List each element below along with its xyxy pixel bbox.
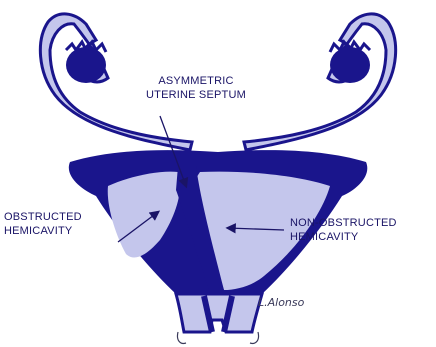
nonobstructed-label: NON-OBSTRUCTED HEMICAVITY <box>290 216 397 244</box>
obstructed-label: OBSTRUCTED HEMICAVITY <box>4 210 82 238</box>
septum-label-line1: ASYMMETRIC <box>146 74 246 88</box>
right-fallopian-tube <box>244 14 396 150</box>
cervix <box>176 294 262 332</box>
septum-label-line2: UTERINE SEPTUM <box>146 88 246 102</box>
left-fimbriae <box>66 42 106 52</box>
author-signature: L.Alonso <box>258 296 304 309</box>
nonobstructed-label-line1: NON-OBSTRUCTED <box>290 216 397 230</box>
right-fimbriae <box>330 42 370 52</box>
cervix-tip <box>177 332 258 343</box>
obstructed-label-line1: OBSTRUCTED <box>4 210 82 224</box>
obstructed-label-line2: HEMICAVITY <box>4 224 82 238</box>
septum-label: ASYMMETRIC UTERINE SEPTUM <box>146 74 246 102</box>
nonobstructed-label-line2: HEMICAVITY <box>290 230 397 244</box>
